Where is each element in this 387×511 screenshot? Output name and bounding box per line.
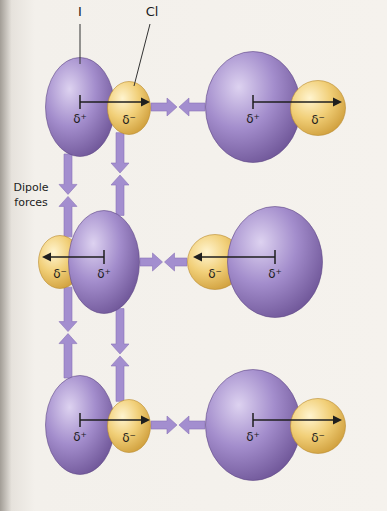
connector-path [120,133,121,216]
dipole-force-shape [140,253,187,271]
partial-charge: δ⁺ [205,112,301,127]
partial-charge: δ⁺ [205,430,301,445]
partial-charge: δ⁻ [187,267,243,282]
connector-path [140,262,187,263]
dipole-force-shape [151,98,205,116]
dipole-head [141,416,150,425]
dipole-shaft [253,101,334,103]
dipole-head [141,98,150,107]
partial-charge: δ⁻ [38,267,82,282]
dipole-head [333,416,342,425]
atom-sphere [206,370,301,481]
chlorine-atom: δ⁻ [107,81,151,135]
partial-charge: δ⁻ [107,431,151,446]
dipole-force-arrow [111,309,129,402]
chlorine-atom: δ⁻ [290,398,346,454]
atom-label: Cl [146,4,159,19]
dipole-force-arrow [111,133,129,216]
dipole-head [193,253,202,262]
partial-charge: δ⁻ [290,113,346,128]
connector-path [151,107,205,108]
atom-sphere [206,52,301,163]
dipole-shaft [80,101,142,103]
dipole-force-arrow [151,416,205,434]
dipole-force-arrow [140,253,187,271]
dipole-arrow [253,95,342,109]
dipole-force-shape [111,133,129,216]
dipole-arrow [42,250,104,264]
dipole-force-shape [111,309,129,402]
atom-sphere [46,58,115,157]
partial-charge: δ⁺ [45,430,115,445]
dipole-shaft [50,256,104,258]
atom-sphere [228,207,323,318]
leader-line [80,24,81,64]
leader-lines [80,24,150,86]
atom-sphere [291,399,346,454]
dipole-force-shape [59,287,77,378]
connector-path [120,309,121,402]
dipole-shaft [201,256,275,258]
dipole-tail-cross [252,95,254,109]
dipole-force-arrow [151,98,205,116]
connector-path [68,287,69,378]
partial-charge: δ⁺ [45,112,115,127]
chlorine-atom: δ⁻ [107,399,151,453]
connector-path [68,154,69,237]
dipole-tail-cross [103,250,105,264]
atom-sphere [108,82,151,135]
dipole-force-shape [151,416,205,434]
dipole-arrow [80,413,150,427]
partial-charge: δ⁻ [107,113,151,128]
atom-shape [290,80,346,136]
partial-charge: δ⁺ [227,267,323,282]
force-label: Dipole forces [8,180,54,210]
dipole-tail-cross [252,413,254,427]
partial-charge: δ⁻ [290,431,346,446]
atom-sphere [108,400,151,453]
atom-sphere [291,81,346,136]
dipole-head [333,98,342,107]
dipole-arrow [193,250,275,264]
chlorine-atom: δ⁻ [290,80,346,136]
dipole-tail-cross [274,250,276,264]
dipole-tail-cross [79,95,81,109]
connector-path [151,425,205,426]
atom-label: I [78,4,82,19]
dipole-shaft [80,419,142,421]
leader-line [134,24,150,86]
atom-sphere [46,376,115,475]
dipole-force-shape [59,154,77,237]
dipole-force-arrow [59,154,77,237]
dipole-shaft [253,419,334,421]
dipole-head [42,253,51,262]
dipole-tail-cross [79,413,81,427]
dipole-arrow [253,413,342,427]
atom-shape [290,398,346,454]
dipole-arrow [80,95,150,109]
dipole-arrows [42,95,342,427]
dipole-force-arrow [59,287,77,378]
partial-charge: δ⁺ [68,267,140,282]
atom-sphere [69,211,140,314]
